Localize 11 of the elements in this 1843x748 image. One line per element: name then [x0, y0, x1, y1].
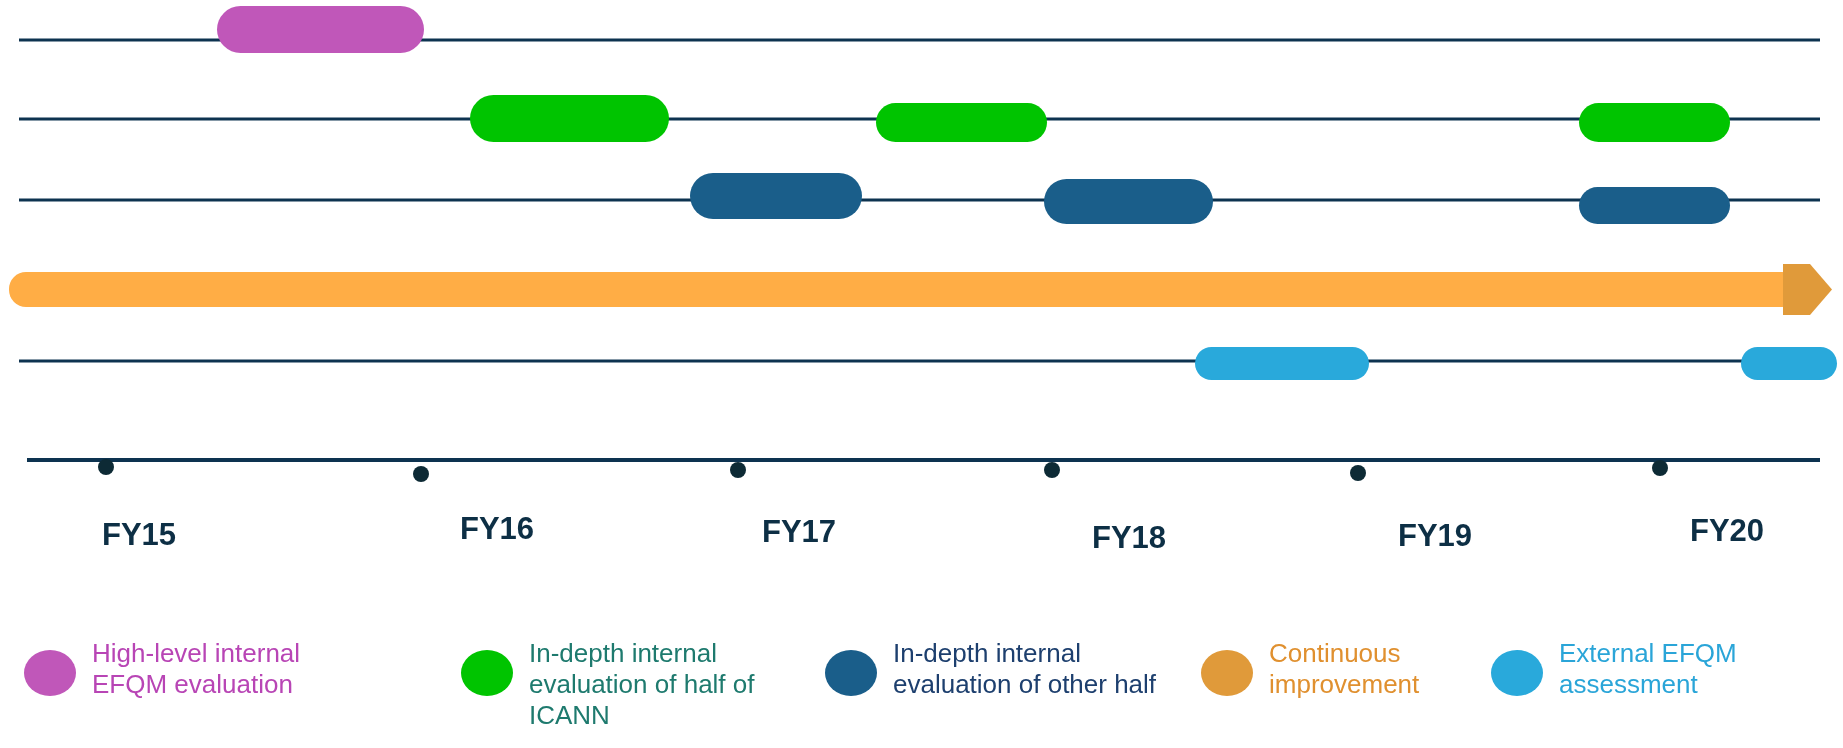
- year-label: FY16: [460, 511, 535, 547]
- year-label: FY18: [1092, 520, 1167, 556]
- legend-label: Continuous improvement: [1269, 638, 1421, 700]
- year-label: FY15: [102, 517, 177, 553]
- year-label: FY19: [1398, 518, 1473, 554]
- year-label: FY20: [1690, 513, 1765, 549]
- legend-label: In-depth internal evaluation of other half: [893, 638, 1158, 700]
- legend-label: In-depth internal evaluation of half of ICANN: [529, 638, 756, 731]
- legend-label: External EFQM assessment: [1559, 638, 1738, 700]
- legend-label: High-level internal EFQM evaluation: [92, 638, 302, 700]
- year-label: FY17: [762, 514, 837, 550]
